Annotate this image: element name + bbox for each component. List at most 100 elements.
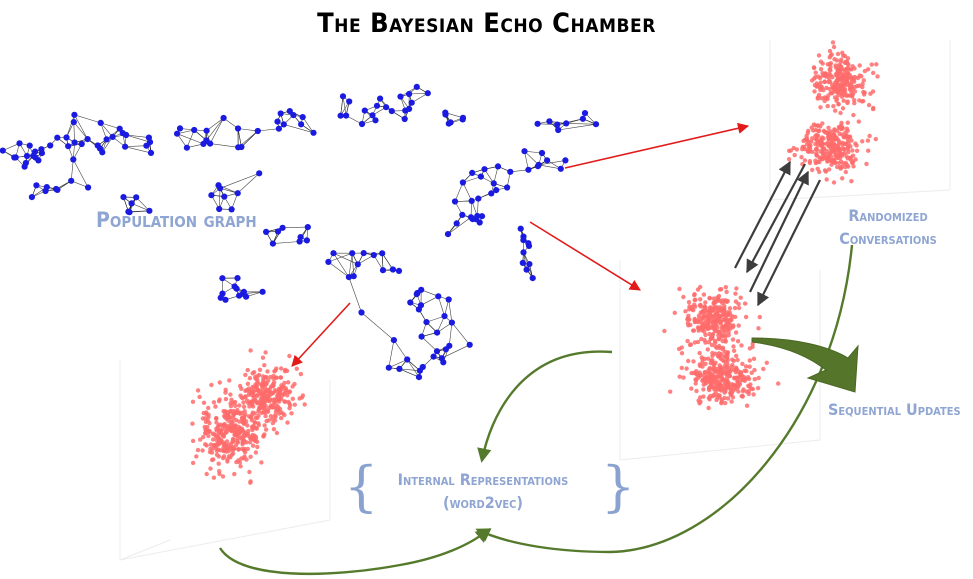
plot-box-left: [119, 360, 331, 561]
graph-edge: [219, 173, 260, 189]
cloud-point: [705, 347, 710, 352]
cloud-point: [210, 431, 215, 436]
graph-edge: [558, 123, 597, 131]
graph-node: [122, 143, 129, 150]
cloud-point: [223, 409, 228, 414]
cloud-point: [236, 447, 241, 452]
cloud-point: [752, 367, 757, 373]
randomized-label-line2: Conversations: [839, 229, 937, 248]
cloud-point: [834, 58, 840, 63]
graph-node: [68, 177, 75, 184]
graph-node: [38, 146, 45, 153]
cloud-point: [827, 61, 832, 67]
cloud-point: [809, 139, 814, 144]
cloud-point: [224, 429, 229, 435]
cloud-point: [849, 75, 854, 80]
cloud-point: [847, 87, 853, 92]
graph-node: [298, 121, 305, 128]
cloud-point: [714, 382, 719, 388]
graph-node: [145, 134, 152, 141]
cloud-point: [209, 450, 215, 455]
cloud-point: [706, 318, 711, 323]
cloud-point: [740, 361, 745, 367]
cloud-point: [688, 322, 693, 328]
graph-node: [343, 112, 350, 119]
cloud-point: [736, 301, 741, 307]
graph-node: [35, 157, 42, 164]
cloud-point: [871, 70, 876, 76]
cloud-point: [756, 375, 761, 381]
cloud-point: [713, 340, 718, 345]
cloud-point: [867, 133, 872, 139]
cloud-point: [231, 415, 236, 421]
cloud-point: [702, 321, 707, 326]
cloud-point: [711, 306, 717, 311]
cloud-point: [195, 388, 201, 393]
cloud-point: [676, 346, 682, 352]
cloud-point: [677, 286, 682, 292]
cloud-point: [792, 152, 797, 158]
cloud-point: [198, 437, 203, 442]
graph-node: [554, 121, 561, 128]
cloud-point: [827, 48, 833, 54]
gray-arrow-1: [734, 160, 791, 269]
graph-edge: [74, 114, 101, 124]
cloud-point: [224, 439, 230, 444]
cloud-point: [224, 444, 229, 450]
graph-node: [85, 184, 92, 191]
cloud-point: [228, 428, 234, 433]
graph-node: [84, 136, 91, 143]
cloud-point: [239, 395, 244, 400]
sequential-updates-label: Sequential Updates: [828, 400, 961, 419]
graph-edge: [454, 182, 464, 202]
graph-node: [233, 285, 240, 292]
graph-edges: [2, 86, 597, 378]
cloud-point: [267, 387, 272, 392]
cloud-point: [208, 446, 213, 452]
gray-arrow-4: [757, 179, 821, 307]
graph-edge: [73, 159, 89, 188]
cloud-point: [822, 71, 828, 76]
cloud-point: [236, 458, 241, 463]
cloud-point: [738, 374, 743, 380]
cloud-point: [242, 446, 247, 452]
cloud-point: [286, 380, 291, 385]
graph-node: [413, 83, 420, 90]
graph-node: [397, 93, 404, 100]
cloud-point: [852, 101, 857, 106]
cloud-point: [843, 164, 848, 170]
cloud-point: [255, 377, 260, 383]
graph-edge: [126, 134, 151, 143]
cloud-point: [197, 394, 202, 400]
cloud-point: [214, 420, 219, 425]
cloud-point: [263, 403, 268, 408]
cloud-point: [708, 393, 713, 399]
graph-node: [236, 292, 243, 299]
graph-edge: [237, 173, 260, 194]
graph-node: [222, 296, 229, 303]
graph-node: [330, 250, 337, 257]
cloud-point: [851, 164, 856, 169]
cloud-point: [846, 62, 851, 67]
cloud-point: [706, 356, 711, 361]
graph-node: [592, 121, 600, 128]
graph-node: [538, 149, 546, 157]
cloud-point: [865, 67, 871, 72]
cloud-point: [840, 125, 845, 130]
cloud-point: [204, 471, 209, 477]
cloud-point: [835, 73, 840, 79]
graph-node: [442, 346, 449, 353]
cloud-point: [693, 377, 698, 382]
gray-arrow-2: [746, 163, 806, 274]
cloud-point: [801, 144, 807, 150]
cloud-point: [263, 413, 268, 419]
graph-node: [546, 118, 553, 125]
graph-node: [109, 133, 116, 140]
cloud-point: [865, 138, 871, 143]
cloud-point: [268, 403, 273, 409]
cloud-point: [728, 312, 733, 318]
graph-edge: [328, 261, 350, 278]
cloud-point: [262, 432, 267, 437]
cloud-point: [251, 394, 256, 399]
cloud-point: [244, 419, 249, 424]
